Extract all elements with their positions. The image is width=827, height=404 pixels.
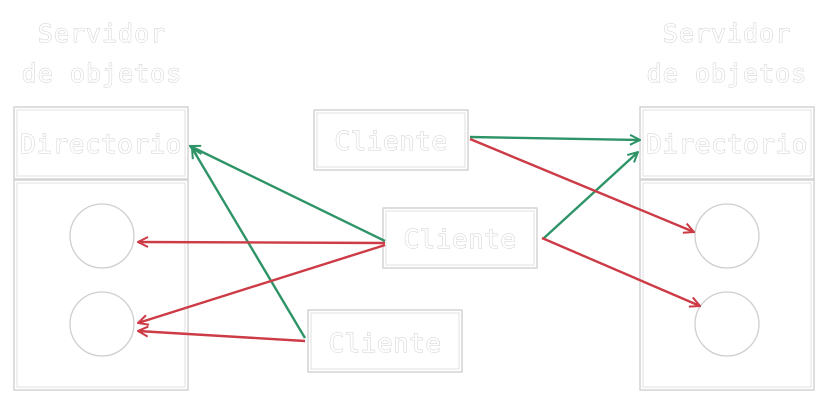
red-arrow-middle-to-left-object-top [138,242,386,243]
object-circle [69,291,135,357]
red-arrow-top-to-right-object-top [469,137,694,232]
server-title-line1: Servidor [663,19,791,48]
object-circle [694,291,760,357]
object-container [639,179,815,391]
object-container [13,179,189,391]
server-title-line1: Servidor [38,19,166,48]
directory-label: Directorio [646,130,808,160]
red-arrow-middle-to-left-object-bottom [138,243,386,323]
client-box-top: Cliente [313,109,469,171]
client-box-middle: Cliente [382,207,538,269]
directory-label: Directorio [20,130,182,160]
green-arrow-middle-to-right-directory [543,152,638,239]
client-box-bottom: Cliente [307,309,463,373]
green-arrow-top-to-right-directory [469,137,640,140]
server-title-line2: de objetos [22,59,183,88]
directory-box: Directorio [639,106,815,180]
object-circle [69,203,135,269]
directory-box: Directorio [13,106,189,180]
green-arrow-middle-to-left-directory [190,146,386,243]
client-label: Cliente [334,127,447,157]
red-arrow-middle-to-right-object-bottom [541,236,700,306]
object-server-right: Servidor de objetos Directorio [639,19,815,391]
object-circle [694,203,760,269]
red-arrow-bottom-to-left-object-bottom [138,331,306,343]
client-label: Cliente [328,329,441,359]
object-server-left: Servidor de objetos Directorio [13,19,189,391]
server-title-line2: de objetos [647,59,808,88]
client-label: Cliente [403,225,516,255]
